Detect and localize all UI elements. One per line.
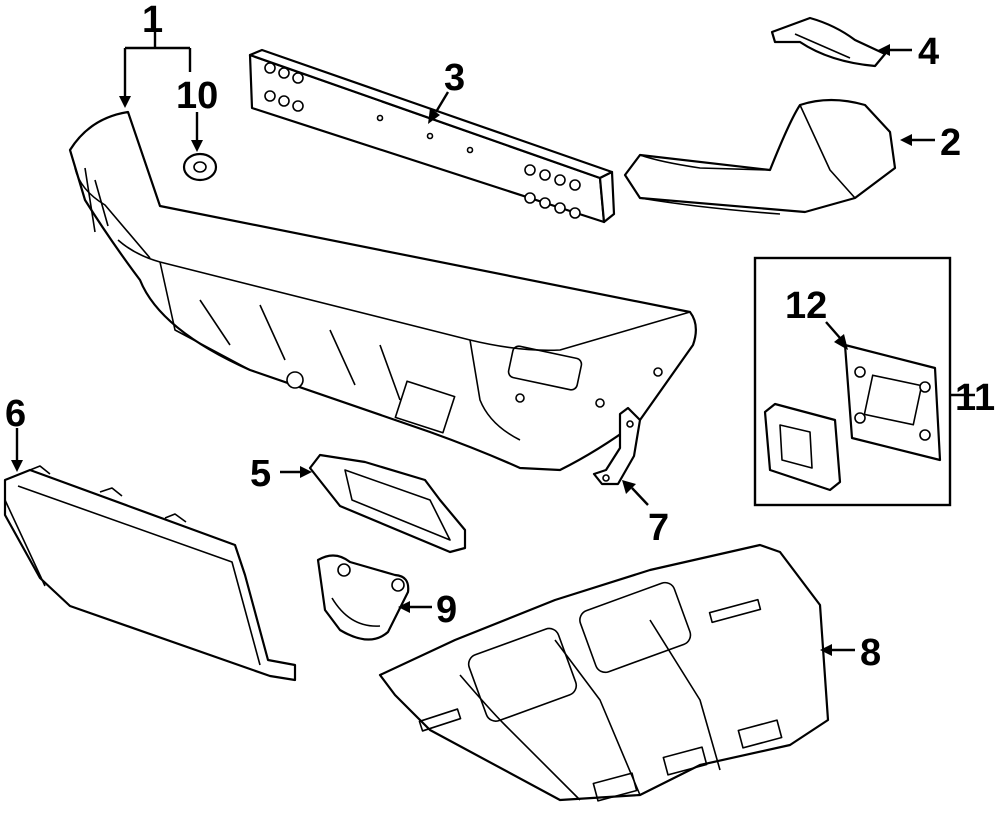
callout-10: 10 (176, 75, 218, 117)
callout-6: 6 (5, 393, 26, 435)
callout-9: 9 (436, 589, 457, 631)
part-9-tow-hook (316, 554, 410, 641)
part-4-bracket (770, 16, 887, 68)
part-7-bracket (592, 406, 642, 486)
callout-5: 5 (250, 453, 271, 495)
part-11-assembly-box (753, 256, 952, 507)
callout-2: 2 (940, 122, 961, 164)
part-2-extension (623, 98, 897, 215)
callout-1: 1 (142, 0, 163, 41)
callout-labels: 1 2 3 4 5 6 7 8 9 10 11 12 (5, 0, 995, 674)
callout-3: 3 (444, 57, 465, 99)
part-8-skid-plate (378, 543, 830, 802)
part-6-grille (3, 465, 297, 682)
part-5-insert (308, 453, 467, 554)
part-10-clip (182, 152, 218, 182)
callout-4: 4 (918, 31, 939, 73)
callout-12: 12 (785, 285, 827, 327)
callout-11: 11 (955, 377, 995, 419)
callout-7: 7 (648, 507, 669, 549)
callout-8: 8 (860, 632, 881, 674)
part-3-impact-bar (248, 48, 616, 224)
leader-lines (11, 30, 975, 656)
bumper-fascia (68, 110, 697, 472)
